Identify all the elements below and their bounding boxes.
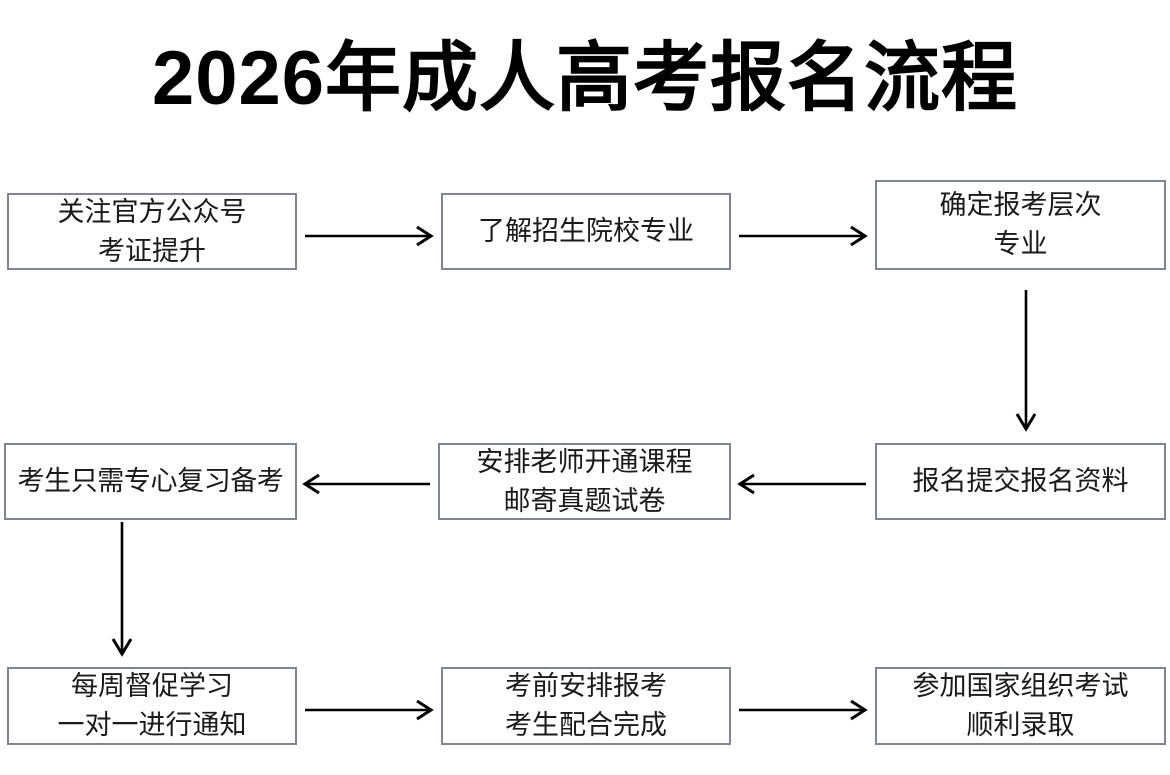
flow-node-submit-application-materials[interactable]: 报名提交报名资料: [875, 443, 1166, 520]
flow-node-line: 了解招生院校专业: [478, 216, 694, 246]
flow-node-learn-schools-majors[interactable]: 了解招生院校专业: [441, 193, 731, 270]
page-title: 2026年成人高考报名流程: [151, 36, 1019, 121]
arrow-n4-to-n5: [737, 473, 866, 495]
arrow-n8-to-n9: [739, 699, 868, 721]
flow-node-line: 报名提交报名资料: [912, 466, 1129, 496]
arrow-n3-to-n4: [1015, 290, 1037, 432]
flow-node-line: 邮寄真题试卷: [503, 485, 666, 516]
flow-node-student-focus-review[interactable]: 考生只需专心复习备考: [4, 443, 297, 520]
flow-node-line: 考前安排报考: [505, 671, 667, 701]
flow-node-follow-official-account[interactable]: 关注官方公众号 考证提升: [7, 193, 297, 270]
flow-node-line: 确定报考层次: [939, 190, 1102, 220]
flow-node-confirm-level-major[interactable]: 确定报考层次 专业: [875, 180, 1166, 270]
flow-node-teacher-opens-course[interactable]: 安排老师开通课程 邮寄真题试卷: [438, 443, 731, 520]
arrow-n1-to-n2: [305, 225, 434, 247]
flow-node-line: 关注官方公众号: [57, 196, 247, 227]
flow-node-pre-exam-registration[interactable]: 考前安排报考 考生配合完成: [441, 667, 731, 745]
flow-node-line: 专业: [993, 229, 1048, 259]
arrow-n5-to-n6: [302, 473, 430, 495]
flow-node-line: 顺利录取: [966, 710, 1075, 740]
flow-node-line: 安排老师开通课程: [476, 446, 693, 477]
flow-node-line: 考生只需专心复习备考: [17, 466, 284, 496]
arrow-n6-to-n7: [111, 522, 133, 657]
flow-node-weekly-study-supervision[interactable]: 每周督促学习 一对一进行通知: [7, 667, 297, 745]
flow-node-line: 一对一进行通知: [57, 710, 247, 740]
flow-node-line: 参加国家组织考试: [912, 671, 1129, 701]
flow-node-line: 每周督促学习: [71, 671, 233, 701]
flow-node-line: 考证提升: [98, 235, 206, 266]
arrow-n7-to-n8: [305, 699, 434, 721]
flow-node-line: 考生配合完成: [505, 710, 667, 740]
flow-node-take-national-exam[interactable]: 参加国家组织考试 顺利录取: [875, 667, 1166, 745]
arrow-n2-to-n3: [739, 225, 868, 247]
